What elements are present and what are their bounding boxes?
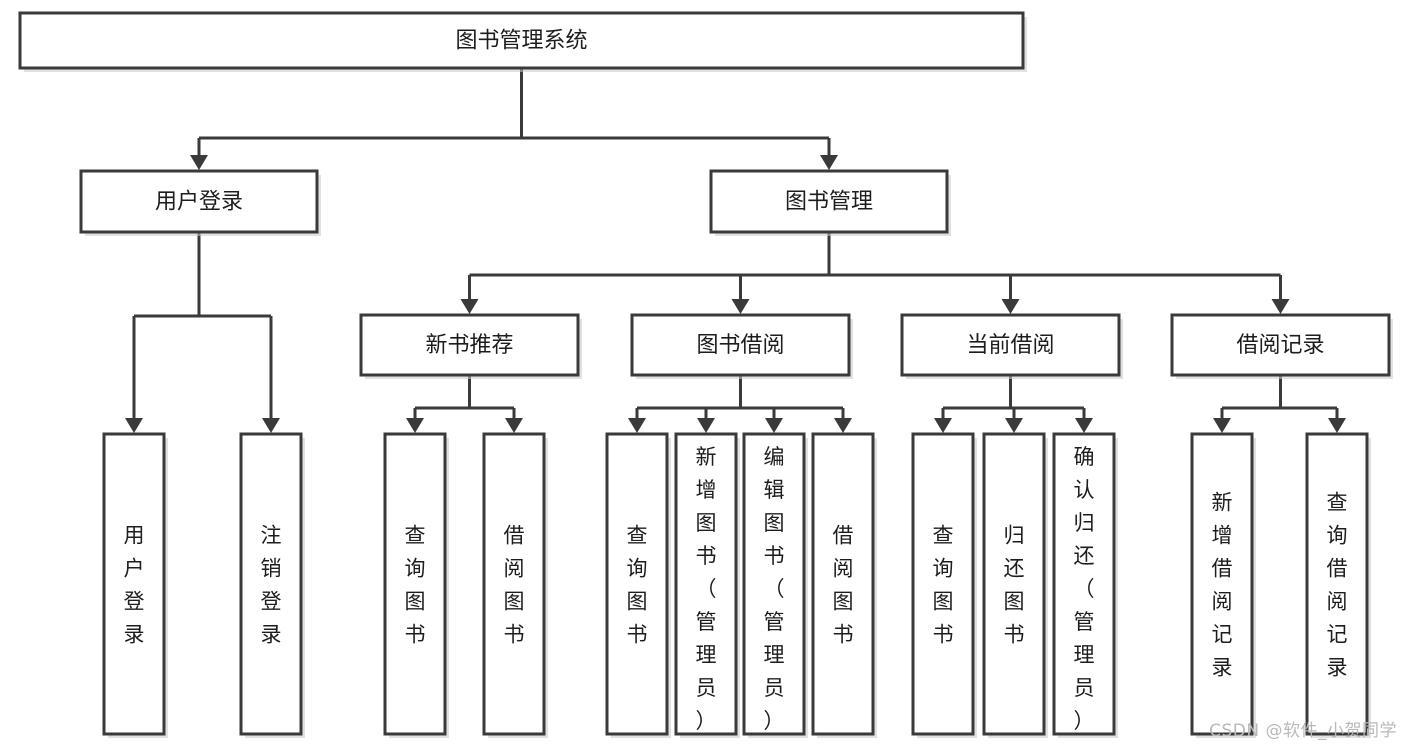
- node-level3-0-label: 新书推荐: [425, 333, 513, 358]
- node-leaf-2-label: 查询图书: [405, 524, 426, 647]
- node-level3-2-label: 当前借阅: [966, 333, 1054, 358]
- node-leaf-6-label: 编辑图书（管理员）: [764, 445, 785, 733]
- connector-layer: [125, 68, 1346, 433]
- node-leaf-0-label: 用户登录: [124, 524, 145, 647]
- node-level2-0-rect: [79, 169, 319, 234]
- node-level2-0-label: 用户登录: [155, 190, 243, 215]
- node-leaf-9[interactable]: 归还图书: [982, 432, 1048, 738]
- bookmgmt-to-level3-branch-3-head: [1271, 299, 1290, 314]
- node-leaf-5-rect: [674, 432, 738, 736]
- node-leaf-7-label: 借阅图书: [833, 524, 854, 647]
- node-leaf-8-label: 查询图书: [933, 524, 954, 647]
- node-leaf-1[interactable]: 注销登录: [239, 432, 305, 738]
- node-leaf-2[interactable]: 查询图书: [383, 432, 449, 738]
- userlogin-to-leaves-branch-0-head: [125, 418, 143, 433]
- node-leaf-12-rect: [1305, 432, 1369, 736]
- node-leaf-11-rect: [1190, 432, 1254, 736]
- node-leaf-0[interactable]: 用户登录: [102, 432, 168, 738]
- level3-0-to-leaves-branch-1-head: [505, 418, 523, 433]
- node-level3-2[interactable]: 当前借阅: [900, 313, 1123, 379]
- bookmgmt-to-level3-branch-2-head: [1001, 299, 1020, 314]
- node-level2-1-label: 图书管理: [785, 190, 873, 215]
- node-leaf-8-rect: [911, 432, 975, 736]
- node-leaf-4[interactable]: 查询图书: [605, 432, 671, 738]
- node-level2-0[interactable]: 用户登录: [79, 169, 321, 236]
- level3-3-to-leaves-branch-1-head: [1328, 418, 1346, 433]
- node-leaf-6[interactable]: 编辑图书（管理员）: [742, 432, 808, 738]
- node-root-rect: [18, 11, 1025, 70]
- bookmgmt-to-level3-branch-1-head: [731, 299, 750, 314]
- node-level3-0[interactable]: 新书推荐: [359, 313, 582, 379]
- level3-2-to-leaves-branch-0-head: [934, 418, 952, 433]
- node-leaf-3-label: 借阅图书: [504, 524, 525, 647]
- node-leaf-10[interactable]: 确认归还（管理员）: [1052, 432, 1118, 738]
- node-leaf-3-rect: [482, 432, 546, 736]
- node-leaf-9-rect: [982, 432, 1046, 736]
- node-level2-1-rect: [709, 169, 949, 234]
- node-leaf-12-label: 查询借阅记录: [1327, 491, 1348, 680]
- node-leaf-11[interactable]: 新增借阅记录: [1190, 432, 1256, 738]
- node-leaf-11-label: 新增借阅记录: [1212, 491, 1233, 680]
- level3-1-to-leaves-branch-0-head: [628, 418, 646, 433]
- node-leaf-10-label: 确认归还（管理员）: [1074, 445, 1095, 733]
- node-leaf-12[interactable]: 查询借阅记录: [1305, 432, 1371, 738]
- node-level3-3[interactable]: 借阅记录: [1170, 313, 1393, 379]
- node-leaf-0-rect: [102, 432, 166, 736]
- level3-2-to-leaves-branch-1-head: [1005, 418, 1023, 433]
- node-leaf-4-rect: [605, 432, 669, 736]
- node-level3-3-rect: [1170, 313, 1391, 377]
- node-leaf-5-label: 新增图书（管理员）: [696, 445, 717, 733]
- userlogin-to-leaves-branch-1-head: [262, 418, 280, 433]
- node-leaf-3[interactable]: 借阅图书: [482, 432, 548, 738]
- level3-1-to-leaves-branch-1-head: [697, 418, 715, 433]
- node-root[interactable]: 图书管理系统: [18, 11, 1027, 72]
- level3-2-to-leaves-branch-2-head: [1075, 418, 1093, 433]
- node-level3-1[interactable]: 图书借阅: [630, 313, 853, 379]
- bookmgmt-to-level3-branch-0-head: [460, 299, 479, 314]
- node-leaf-4-label: 查询图书: [627, 524, 648, 647]
- level3-1-to-leaves-branch-3-head: [834, 418, 852, 433]
- node-level3-1-label: 图书借阅: [696, 333, 784, 358]
- node-level3-1-rect: [630, 313, 851, 377]
- node-layer: 图书管理系统用户登录图书管理新书推荐图书借阅当前借阅借阅记录用户登录注销登录查询…: [18, 11, 1393, 738]
- node-leaf-5[interactable]: 新增图书（管理员）: [674, 432, 740, 738]
- node-leaf-6-rect: [742, 432, 806, 736]
- node-root-label: 图书管理系统: [455, 29, 587, 54]
- root-to-level2-branch-1-head: [820, 155, 838, 170]
- level3-0-to-leaves-branch-0-head: [406, 418, 424, 433]
- level3-3-to-leaves-branch-0-head: [1213, 418, 1231, 433]
- level3-1-to-leaves-branch-2-head: [765, 418, 783, 433]
- node-leaf-10-rect: [1052, 432, 1116, 736]
- node-leaf-8[interactable]: 查询图书: [911, 432, 977, 738]
- node-leaf-7[interactable]: 借阅图书: [811, 432, 877, 738]
- node-leaf-7-rect: [811, 432, 875, 736]
- node-level3-0-rect: [359, 313, 580, 377]
- root-to-level2-branch-0-head: [190, 155, 208, 170]
- node-leaf-1-rect: [239, 432, 303, 736]
- node-leaf-2-rect: [383, 432, 447, 736]
- node-leaf-9-label: 归还图书: [1004, 524, 1025, 647]
- node-level2-1[interactable]: 图书管理: [709, 169, 951, 236]
- node-leaf-1-label: 注销登录: [261, 524, 282, 647]
- node-level3-3-label: 借阅记录: [1236, 333, 1324, 358]
- node-level3-2-rect: [900, 313, 1121, 377]
